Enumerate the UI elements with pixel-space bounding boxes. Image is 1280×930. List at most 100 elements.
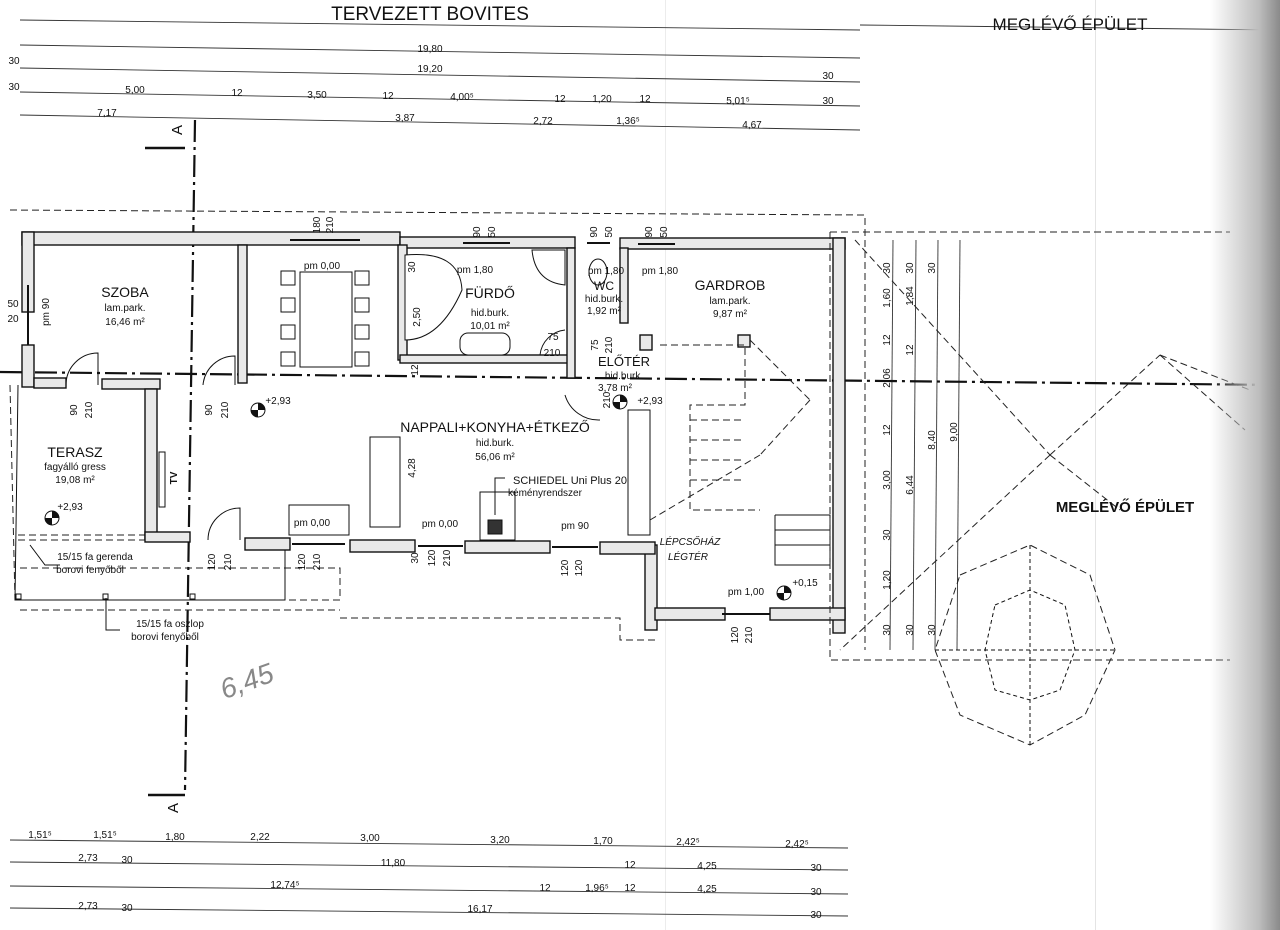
dimension-label: 30 [882,624,893,636]
room-area: 56,06 m² [475,452,515,463]
shower [531,249,566,286]
opening-dimension: 210 [220,401,231,418]
room-floor: fagyálló gress [44,462,106,473]
paper-fold-line [1095,0,1096,930]
dining-table [299,271,353,368]
dimension-label: 3,00 [360,833,380,844]
handwritten-note: 6,45 [216,657,278,705]
room-name: ELŐTÉR [598,354,650,369]
dimension-label: 1,20 [882,570,893,590]
dimension-label: 1,84 [905,286,916,306]
dimension-label: 30 [810,910,822,921]
opening-dimension: 210 [744,626,755,643]
doors [65,329,601,541]
room-area: 1,92 m² [587,306,622,317]
dimension-label: 1,51⁵ [28,830,52,841]
sill-label: pm 1,80 [642,266,679,277]
dimension-label: 30 [822,71,834,82]
axis-horizontal [0,370,1280,387]
sill-label: pm 0,00 [294,518,331,529]
room-area: 16,46 m² [105,317,145,328]
dimension-label: 2,73 [78,853,98,864]
dimension-label: 30 [882,262,893,274]
dimension-label: 1,70 [593,836,613,847]
opening-dimension: 210 [325,216,336,233]
opening-dimension: 210 [312,553,323,570]
title-planned-extension: TERVEZETT BOVITES [331,4,529,25]
dimension-label: 1,51⁵ [93,830,117,841]
beam-sub: borovi fenyőből [56,565,124,576]
dimension-label: 12,74⁵ [270,880,299,891]
dimension-label: 3,87 [395,113,415,124]
sill-label: pm 1,00 [728,587,765,598]
dimension-label: 30 [8,82,20,93]
room-area: 3,78 m² [598,383,633,394]
scan-shadow-edge [1210,0,1280,930]
room-name: GARDROB [695,277,766,293]
bottom-dimension-lines [9,839,849,917]
dimension-label: 6,44 [905,475,916,495]
dimension-label: 2,22 [250,832,270,843]
opening-dimension: 50 [7,299,19,310]
opening-dimension: 30 [407,261,418,273]
dimension-label: 30 [822,96,834,107]
room-floor: lam.park. [709,296,750,307]
opening-dimension: 50 [487,226,498,238]
dimension-label: 12 [639,94,651,105]
dimension-label: 12 [905,344,916,356]
top-dimension-lines [19,19,1280,131]
room-name: FÜRDŐ [465,284,515,301]
dimension-label: 30 [810,863,822,874]
opening-dimension: 120 [297,553,308,570]
room-area: 19,08 m² [55,475,95,486]
leader-lines [29,477,505,631]
dimension-label: 2,06 [882,368,893,388]
column-sub: borovi fenyőből [131,632,199,643]
dimension-label: 8,40 [927,430,938,450]
room-floor: hid.burk. [476,438,514,449]
dimension-label: 4,67 [742,120,762,131]
room-sub: LÉGTÉR [668,550,708,563]
dimension-label: 30 [121,855,133,866]
opening-dimension: 210 [84,401,95,418]
opening-dimension: 120 [207,553,218,570]
dimension-label: 2,73 [78,901,98,912]
kitchen-counter [627,409,651,536]
opening-dimension: 120 [560,559,571,576]
section-mark: A [165,803,182,813]
opening-dimension: 2,50 [412,307,423,327]
opening-dimension: 90 [69,404,80,416]
stairs [649,339,831,566]
sill-label: pm 0,00 [422,519,459,530]
dimension-label: 7,17 [97,108,117,119]
dimension-label: 30 [121,903,133,914]
dimension-label: 5,00 [125,85,145,96]
dimension-label: 3,00 [882,470,893,490]
title-existing-building: MEGLÉVŐ ÉPÜLET [993,15,1148,34]
room-name: NAPPALI+KONYHA+ÉTKEZŐ [400,419,590,435]
opening-dimension: 90 [644,226,655,238]
opening-dimension: 75 [547,332,559,343]
dimension-label: 30 [927,262,938,274]
opening-dimension: 210 [602,391,613,408]
level-label: +0,15 [792,578,818,589]
opening-dimension: 120 [427,549,438,566]
opening-dimension: 50 [659,226,670,238]
dimension-label: 12 [624,860,636,871]
opening-dimension: 50 [604,226,615,238]
furniture [158,249,651,541]
sill-label: pm 1,80 [457,265,494,276]
room-name: SZOBA [101,284,149,300]
windows [27,239,770,615]
sofa [369,436,401,528]
dimension-label: 30 [927,624,938,636]
opening-dimension: 90 [204,404,215,416]
room-floor: hid.burk. [605,371,643,382]
dimension-label: 30 [8,56,20,67]
dimension-label: 12 [382,91,394,102]
roof-octagon [934,544,1116,746]
opening-dimension: 75 [590,339,601,351]
dimension-label: 12 [231,88,243,99]
dimension-label: 3,20 [490,835,510,846]
